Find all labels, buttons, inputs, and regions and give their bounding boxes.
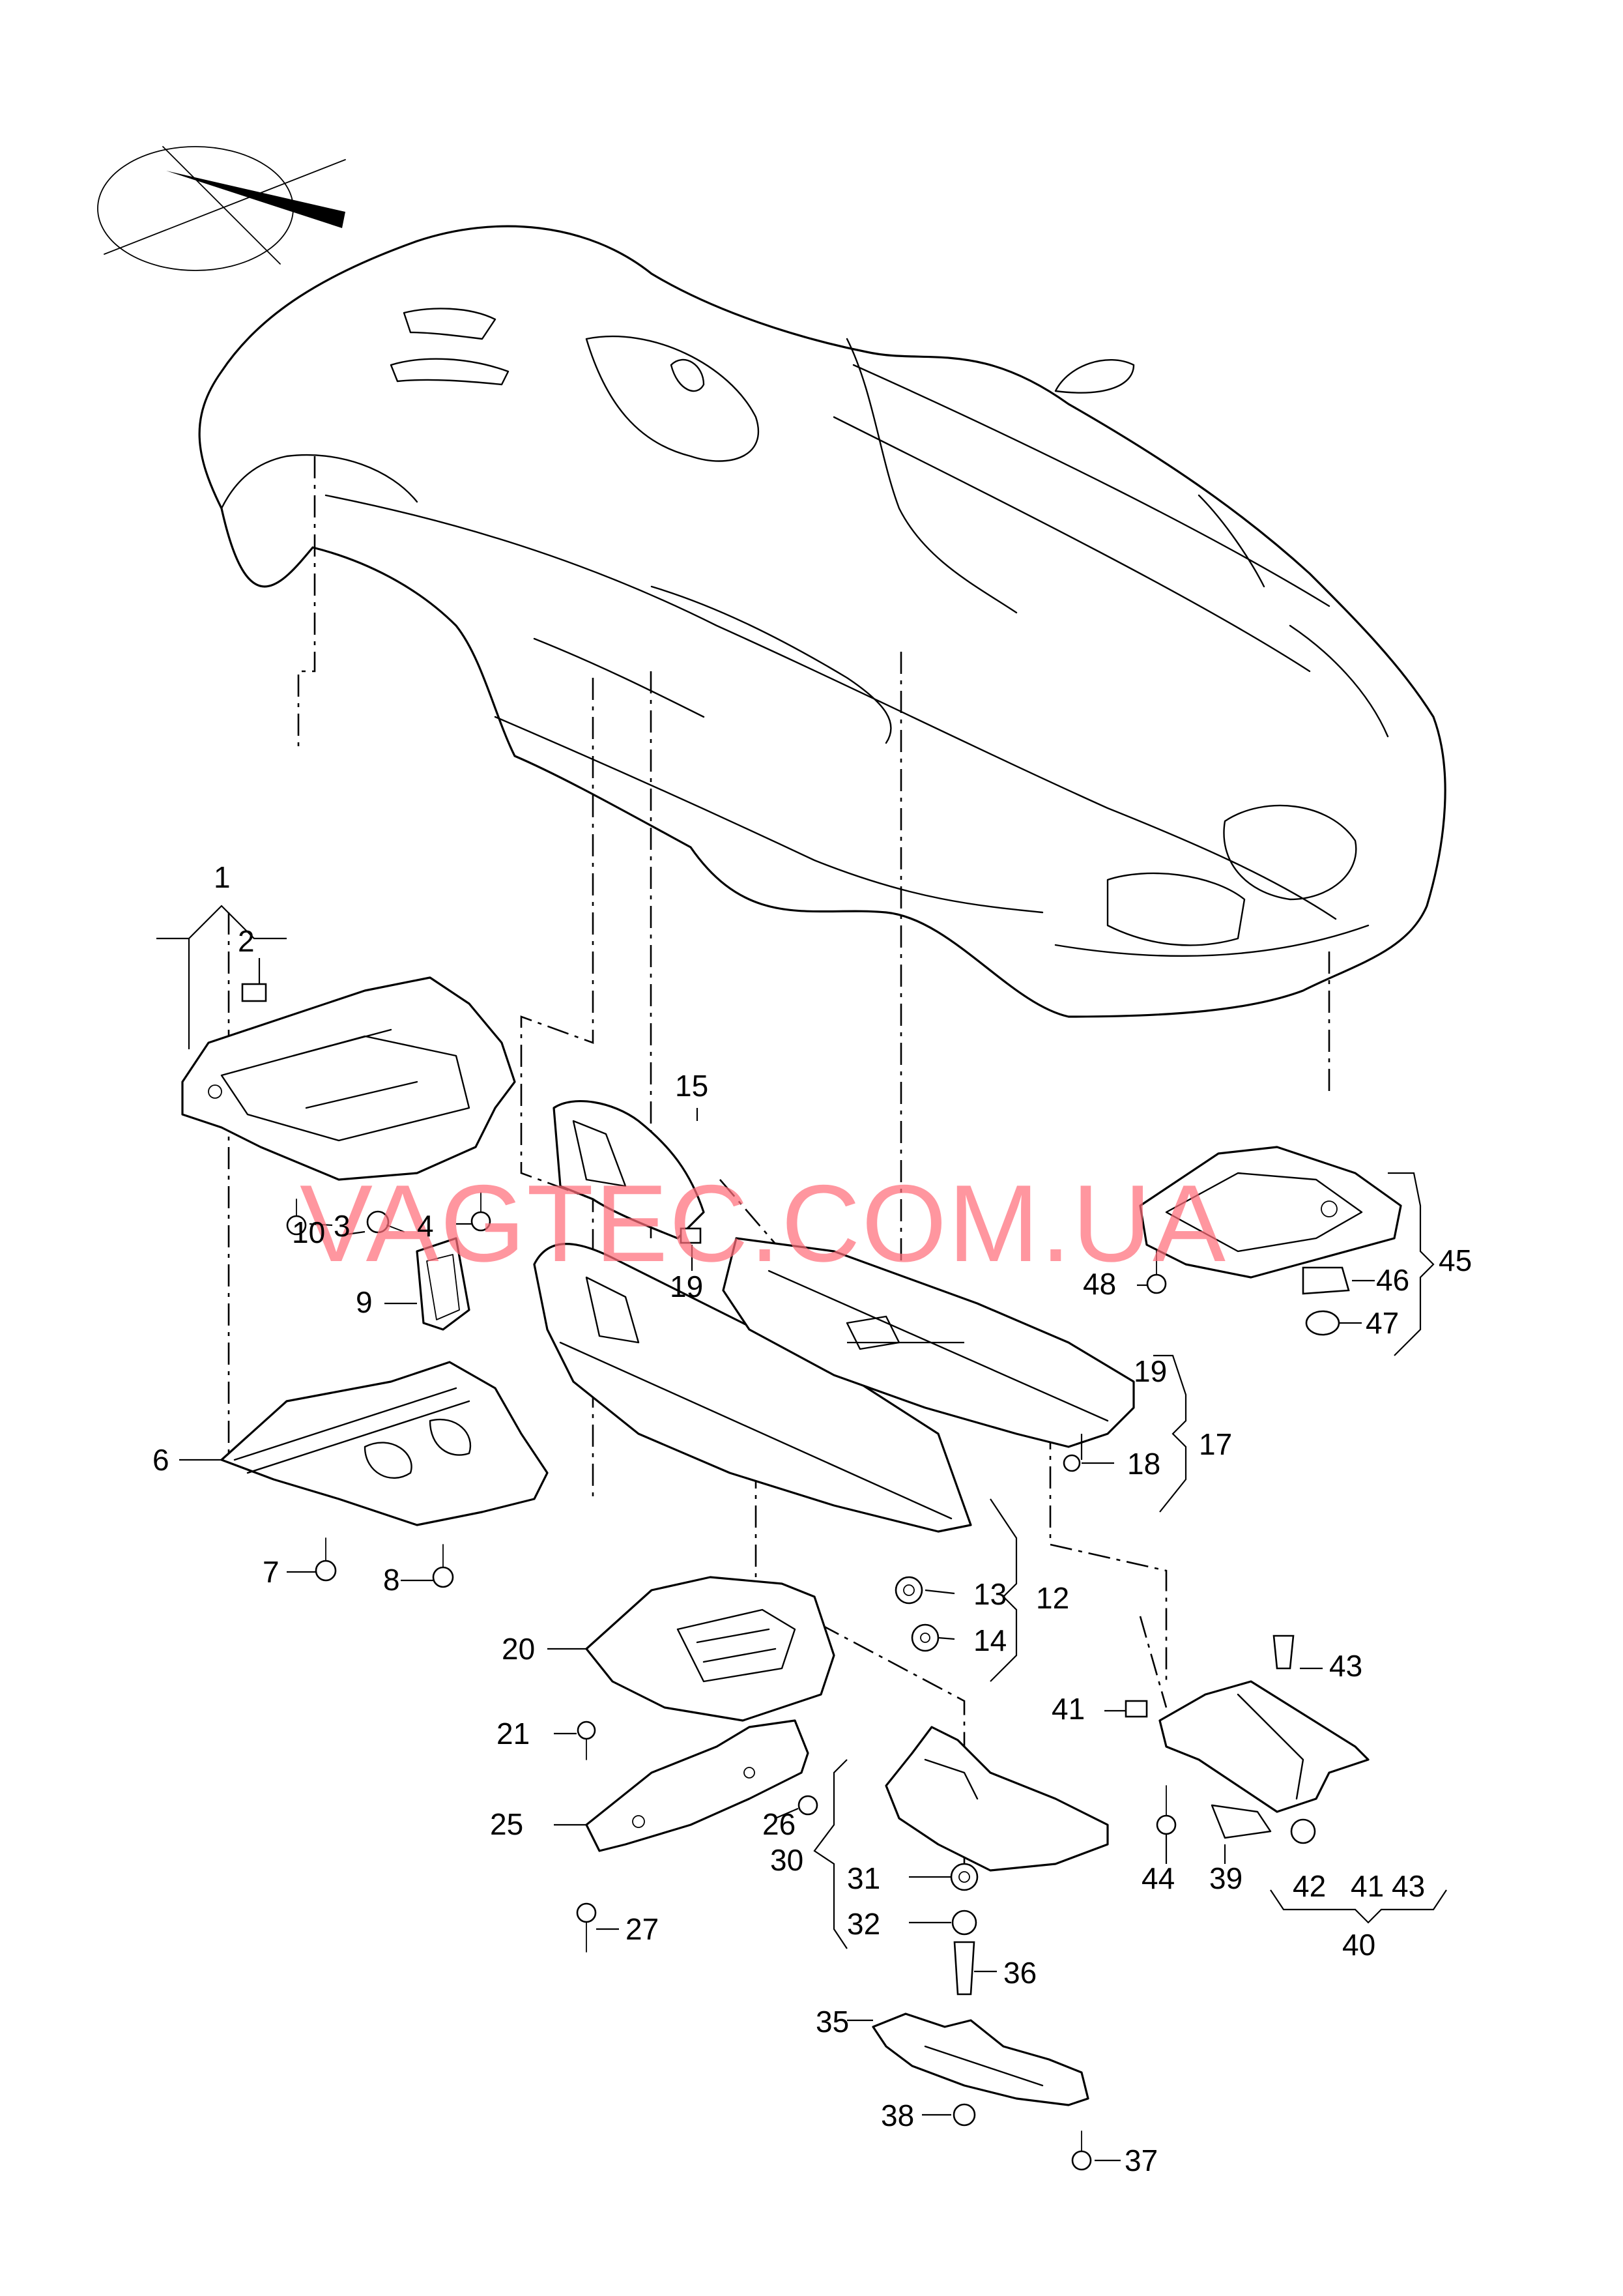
- callout-label: 26: [762, 1807, 796, 1841]
- callout-label: 25: [490, 1807, 523, 1841]
- callout-label: 9: [356, 1285, 373, 1319]
- callout-label: 10: [292, 1215, 325, 1249]
- callout-label: 30: [770, 1843, 803, 1877]
- part-12-shield: [533, 1243, 972, 1533]
- callout-labels: 1 2 3 4 6 7 8 9 10 12 13 14 15 17 18 19 …: [152, 860, 1472, 2177]
- label-leaders: [179, 958, 1375, 2162]
- car-body: [198, 225, 1446, 1018]
- fasteners: [241, 983, 1350, 2171]
- callout-label: 44: [1142, 1861, 1175, 1895]
- watermark-text: VAGTEC.COM.UA: [300, 1162, 1227, 1285]
- callout-label: 31: [847, 1861, 880, 1895]
- callout-label: 43: [1392, 1869, 1425, 1903]
- callout-label: 46: [1376, 1263, 1409, 1297]
- callout-label: 38: [881, 2099, 914, 2132]
- part-35-shield: [872, 2013, 1089, 2106]
- callout-label: 20: [502, 1632, 535, 1666]
- callout-label: 21: [496, 1717, 530, 1751]
- part-30-shield: [885, 1726, 1109, 1872]
- part-15-shield: [553, 1100, 705, 1240]
- callout-label: 42: [1293, 1869, 1326, 1903]
- part-20-shield: [585, 1576, 835, 1722]
- callout-label: 6: [152, 1443, 169, 1477]
- callout-label: 14: [973, 1623, 1007, 1657]
- callout-label: 8: [383, 1563, 400, 1597]
- part-40-shield: [1158, 1680, 1370, 1839]
- callout-label: 41: [1351, 1869, 1384, 1903]
- part-45-rear-panel: [1139, 1146, 1402, 1279]
- callout-label: 40: [1342, 1928, 1375, 1962]
- part-25-shield: [585, 1719, 809, 1852]
- callout-label: 36: [1003, 1956, 1037, 1990]
- callout-label: 45: [1439, 1243, 1472, 1277]
- callout-label: 19: [670, 1270, 703, 1303]
- callout-label: 41: [1052, 1692, 1085, 1726]
- callout-label: 43: [1329, 1649, 1362, 1683]
- callout-label: 19: [1134, 1354, 1167, 1388]
- callout-label: 37: [1125, 2143, 1158, 2177]
- callout-label: 4: [417, 1209, 434, 1243]
- callout-label: 48: [1083, 1267, 1116, 1301]
- callout-label: 17: [1199, 1427, 1232, 1461]
- callout-label: 1: [214, 860, 231, 894]
- callout-label: 39: [1209, 1861, 1242, 1895]
- callout-label: 18: [1127, 1447, 1160, 1481]
- part-6-engine-shield: [220, 1361, 549, 1526]
- brackets: [156, 905, 1447, 1949]
- callout-label: 12: [1036, 1581, 1069, 1615]
- callout-label: 15: [675, 1069, 708, 1103]
- callout-label: 3: [334, 1209, 351, 1243]
- part-1-front-guard: [181, 976, 516, 1181]
- callout-label: 47: [1366, 1306, 1399, 1340]
- callout-label: 32: [847, 1907, 880, 1941]
- callout-label: 2: [238, 924, 255, 958]
- callout-label: 35: [816, 2005, 849, 2039]
- callout-label: 13: [973, 1577, 1007, 1611]
- callout-label: 27: [625, 1912, 659, 1946]
- view-direction-icon: [97, 146, 346, 271]
- callout-label: 7: [263, 1555, 280, 1589]
- part-9-bracket: [416, 1237, 470, 1331]
